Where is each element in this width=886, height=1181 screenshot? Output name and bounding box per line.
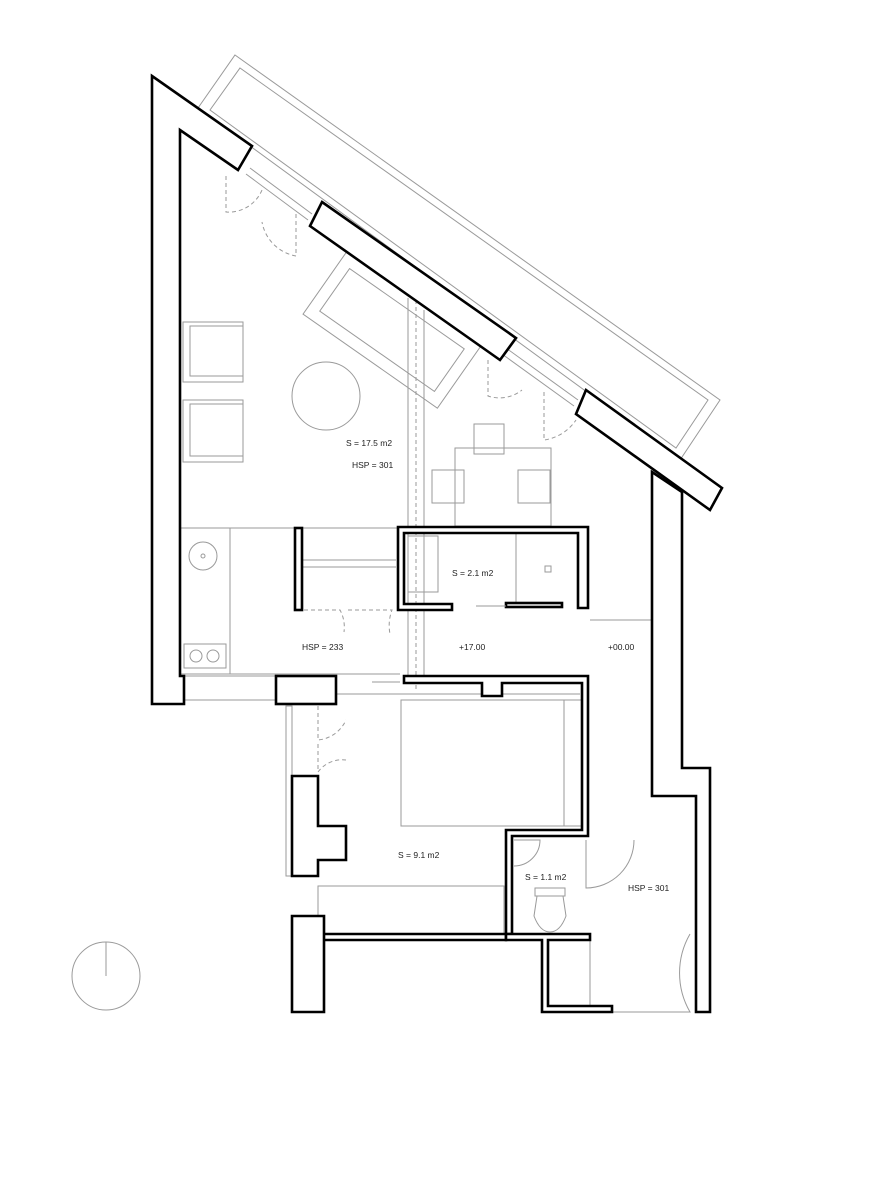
north-arrow-icon	[71, 941, 141, 1011]
north-east-wall-segment	[574, 387, 724, 512]
living-height-label: HSP = 301	[352, 460, 393, 470]
level-mid-label: +17.00	[459, 642, 486, 652]
bath-area-label: S = 2.1 m2	[452, 568, 494, 578]
wardrobe	[317, 885, 505, 939]
furniture	[179, 251, 652, 1012]
kitchen-sink	[188, 541, 218, 571]
bath-sink	[407, 535, 439, 593]
column	[274, 674, 338, 706]
west-wall	[150, 73, 254, 706]
front-door-swing	[612, 933, 691, 1013]
bedroom-area-label: S = 9.1 m2	[398, 850, 440, 860]
dining-table	[454, 447, 552, 527]
kitchen-partition	[293, 526, 304, 612]
level-entry-label: +00.00	[608, 642, 635, 652]
walls	[150, 73, 724, 1014]
hall-height-label: HSP = 301	[628, 883, 669, 893]
dining-chair	[431, 469, 465, 504]
kitchen-height-label: HSP = 233	[302, 642, 343, 652]
shower-drain	[544, 565, 552, 573]
armchair-lower	[182, 399, 244, 463]
room-labels: S = 17.5 m2 HSP = 301 S = 2.1 m2 HSP = 2…	[302, 438, 669, 893]
bedroom-north-wall	[290, 674, 590, 1014]
north-wall-segment	[308, 200, 518, 362]
wc-wall	[504, 932, 614, 1014]
wc-area-label: S = 1.1 m2	[525, 872, 567, 882]
door-swings	[225, 176, 691, 1013]
hob-burner	[206, 649, 220, 663]
bathroom-wall	[396, 525, 590, 612]
hob-burner	[189, 649, 203, 663]
armchair-upper	[182, 321, 244, 383]
living-area-label: S = 17.5 m2	[346, 438, 392, 448]
kitchen-counter	[179, 527, 231, 675]
wc-door-swing	[513, 839, 541, 867]
toilet-cistern	[534, 887, 566, 897]
coffee-table	[291, 361, 361, 431]
dining-chair	[517, 469, 551, 504]
east-wall	[650, 469, 712, 1014]
closet-wall	[290, 774, 348, 878]
entry-door-swing	[585, 839, 635, 889]
balcony	[197, 54, 721, 461]
dining-chair	[473, 423, 505, 455]
bed	[400, 699, 583, 827]
toilet	[533, 895, 567, 933]
windows	[245, 167, 579, 407]
